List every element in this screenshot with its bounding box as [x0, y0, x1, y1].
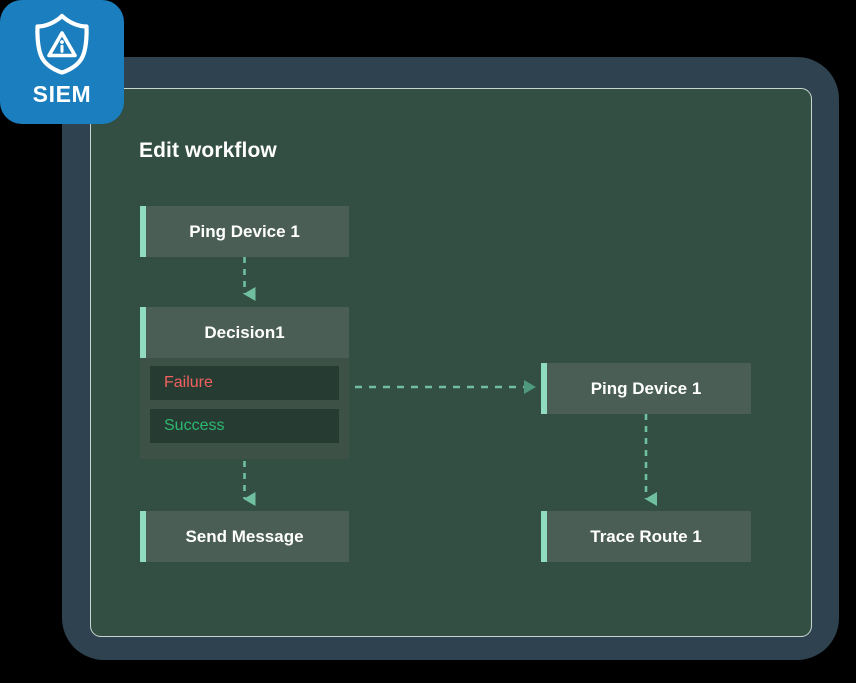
siem-badge[interactable]: SIEM: [0, 0, 124, 124]
workflow-node-label: Decision1: [204, 322, 285, 342]
workflow-node-trace-route-1[interactable]: Trace Route 1: [541, 511, 751, 562]
node-accent-bar: [541, 363, 547, 414]
workflow-node-label: Send Message: [185, 526, 304, 546]
workflow-node-decision-1[interactable]: Decision1 Failure Success: [140, 307, 349, 459]
workflow-node-label: Ping Device 1: [189, 221, 300, 241]
shield-warning-icon: [35, 13, 89, 75]
node-accent-bar: [541, 511, 547, 562]
node-accent-bar: [140, 511, 146, 562]
node-accent-bar: [140, 206, 146, 257]
workflow-node-ping-device-1-start[interactable]: Ping Device 1: [140, 206, 349, 257]
workflow-node-label: Ping Device 1: [590, 378, 702, 398]
node-accent-bar: [140, 307, 146, 358]
decision-branch-label: Failure: [164, 374, 213, 391]
workflow-canvas[interactable]: Ping Device 1 Decision1 Failure Success: [91, 89, 811, 636]
workflow-node-ping-device-1-failure[interactable]: Ping Device 1: [541, 363, 751, 414]
workflow-panel: Edit workflow: [90, 88, 812, 637]
workflow-node-send-message[interactable]: Send Message: [140, 511, 349, 562]
workflow-node-label: Trace Route 1: [590, 526, 702, 546]
decision-branch-success[interactable]: Success: [150, 409, 339, 443]
decision-branch-label: Success: [164, 417, 225, 434]
decision-branch-failure[interactable]: Failure: [150, 366, 339, 400]
siem-badge-label: SIEM: [32, 80, 92, 107]
decision-header[interactable]: Decision1: [140, 307, 349, 358]
decision-branch-list: Failure Success: [140, 358, 349, 451]
page-title: Edit workflow: [139, 139, 277, 162]
